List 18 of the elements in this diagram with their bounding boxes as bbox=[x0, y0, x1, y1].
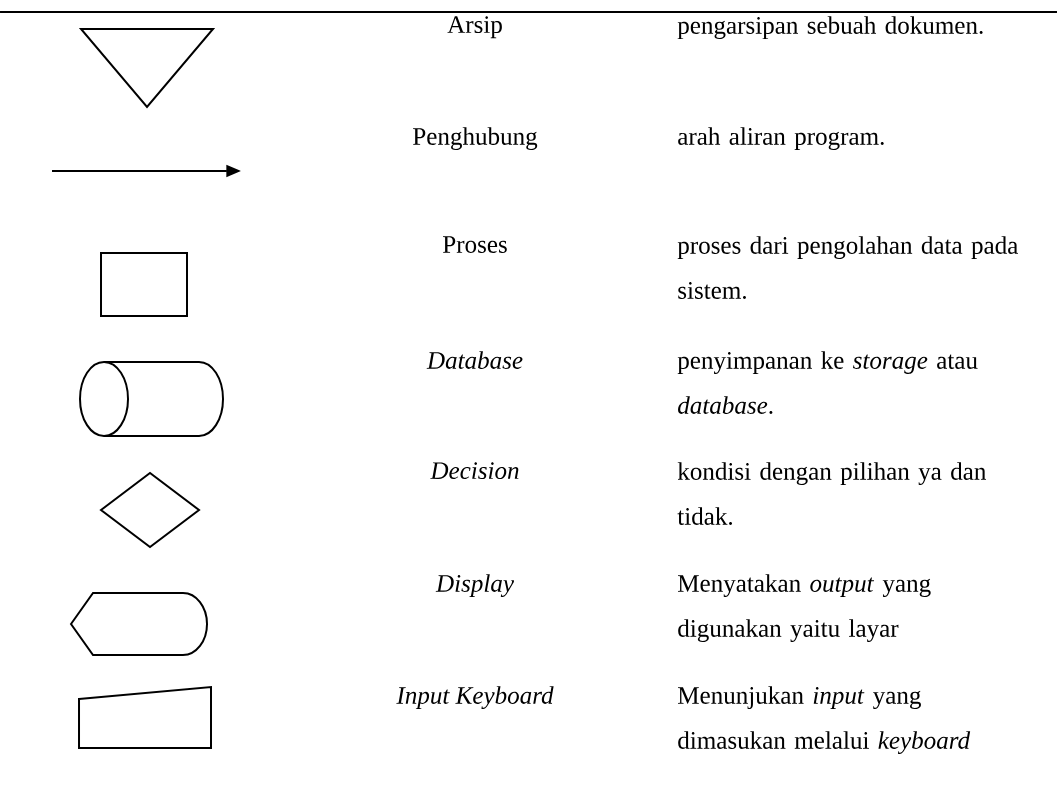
symbol-name: Database bbox=[426, 351, 523, 369]
symbol-description: penyimpanan ke storage atau database. bbox=[677, 351, 978, 414]
symbol-description: pengarsipan sebuah dokumen. bbox=[677, 16, 983, 40]
symbol-name: Arsip bbox=[447, 16, 502, 39]
symbol-description: proses dari pengolahan data pada sistem. bbox=[677, 236, 1018, 299]
display-symbol bbox=[70, 592, 208, 656]
rectangle-symbol bbox=[100, 252, 188, 317]
cylinder-symbol bbox=[79, 361, 224, 437]
symbol-name: Proses bbox=[443, 236, 507, 253]
symbol-name: Input Keyboard bbox=[396, 686, 554, 710]
symbol-name: Decision bbox=[430, 462, 519, 480]
manual-input-symbol bbox=[78, 685, 212, 749]
symbol-name: Penghubung bbox=[413, 127, 538, 151]
symbol-description: kondisi dengan pilihan ya dan tidak. bbox=[677, 462, 986, 525]
symbol-description: Menyatakan output yang digunakan yaitu layar bbox=[678, 574, 931, 643]
symbol-description: arah aliran program. bbox=[678, 127, 884, 151]
symbol-name: Display bbox=[435, 574, 514, 598]
symbol-description: Menunjukan input yang dimasukan melalui keyboard bbox=[678, 686, 971, 755]
